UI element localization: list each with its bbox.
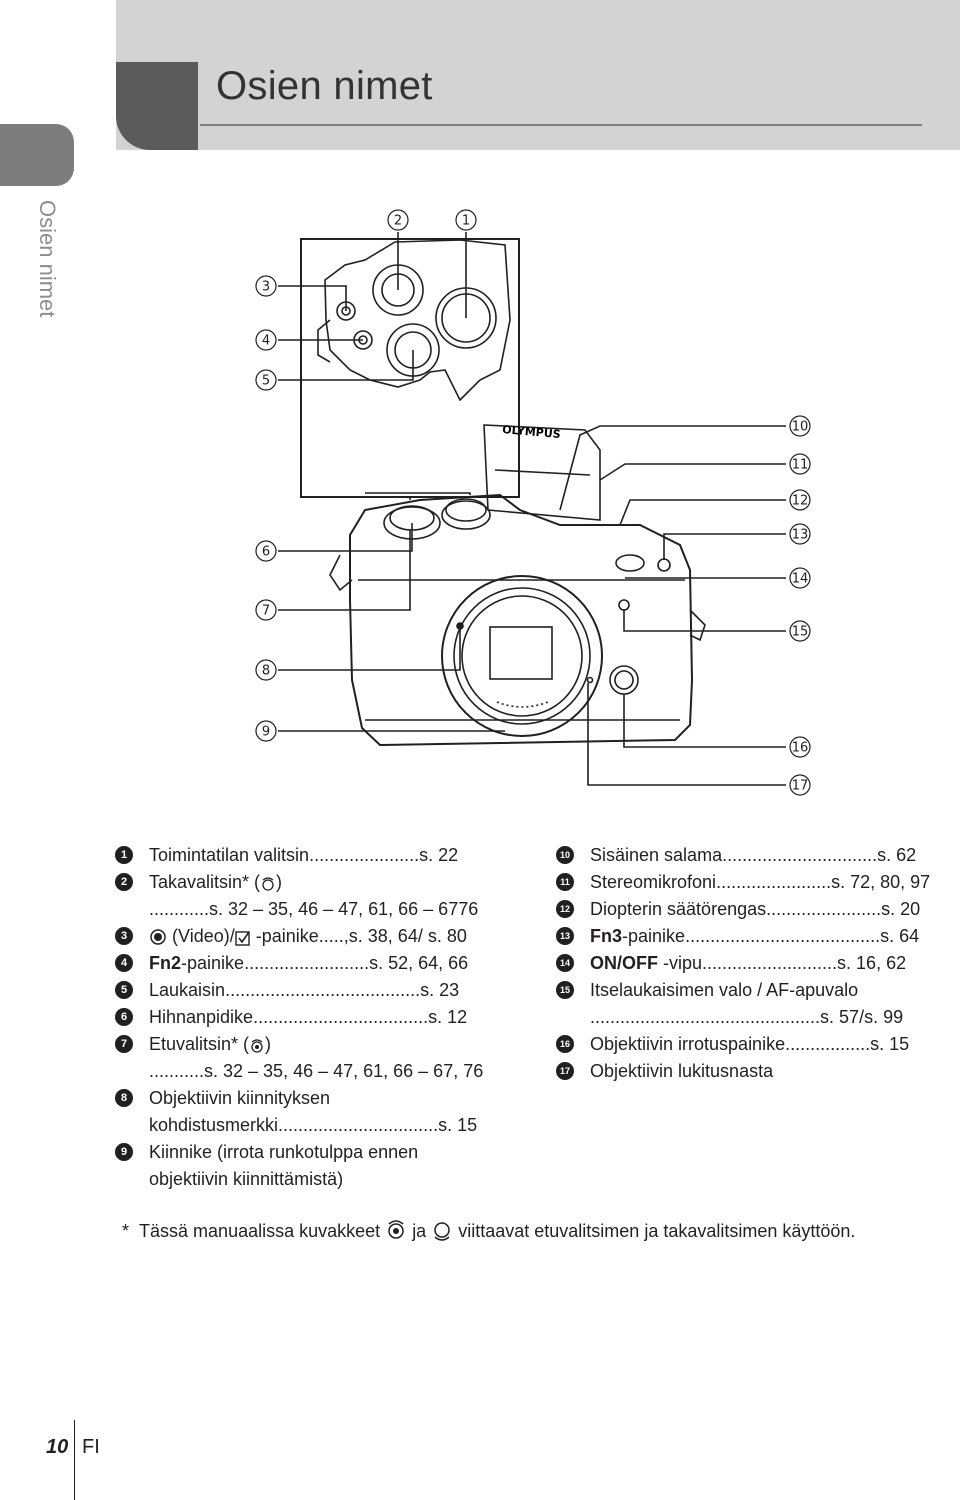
callout-circle	[387, 209, 409, 231]
callout-circle	[255, 599, 277, 621]
camera-body-outline	[349, 493, 694, 747]
callout-circle	[789, 453, 811, 475]
lens-mount	[441, 575, 603, 737]
callout-number: 1	[462, 214, 470, 229]
callout-number: 4	[262, 334, 270, 349]
page-number-rule	[74, 1420, 75, 1500]
video-record-icon	[150, 929, 166, 945]
callout-circle	[789, 489, 811, 511]
callout-number: 3	[262, 280, 270, 295]
brand-text: OLYMPUS	[502, 423, 561, 441]
callout-number: 12	[792, 494, 809, 509]
front-dial-icon	[388, 1220, 404, 1239]
callout-number: 5	[262, 374, 270, 389]
side-tab	[0, 124, 74, 186]
callout-circle	[255, 329, 277, 351]
callout-number: 16	[792, 741, 809, 756]
page-title: Osien nimet	[216, 64, 433, 108]
title-rule	[200, 124, 922, 126]
rear-dial-icon	[262, 877, 274, 891]
rear-dial-icon	[434, 1222, 450, 1241]
callout-number: 9	[262, 725, 270, 740]
callout-number: 17	[792, 779, 809, 794]
callout-circle	[789, 415, 811, 437]
callout-circle	[789, 774, 811, 796]
check-box-icon	[235, 931, 250, 946]
page-language: FI	[82, 1436, 100, 1458]
list-item: 3 (Video)/ -painike.....,s. 38, 64/ s. 8…	[115, 923, 515, 950]
callout-circle	[255, 540, 277, 562]
callout-circle	[789, 567, 811, 589]
callout-number: 14	[792, 572, 809, 587]
callout-number: 11	[792, 458, 809, 473]
footnote: * Tässä manuaalissa kuvakkeet ja viittaa…	[122, 1220, 856, 1241]
callout-number: 8	[262, 664, 270, 679]
callout-circle	[789, 523, 811, 545]
callout-circle	[255, 369, 277, 391]
callout-circle	[455, 209, 477, 231]
callout-number: 10	[792, 420, 809, 435]
callout-number: 2	[394, 214, 402, 229]
front-dial-icon	[251, 1039, 263, 1053]
callout-circle	[255, 720, 277, 742]
header-accent-block	[116, 62, 198, 150]
callout-number: 13	[792, 528, 809, 543]
callout-number: 15	[792, 625, 809, 640]
callout-circle	[789, 620, 811, 642]
page-number: 10	[46, 1436, 69, 1458]
callout-circle	[255, 659, 277, 681]
callout-circle	[789, 736, 811, 758]
callout-circle	[255, 275, 277, 297]
callout-number: 7	[262, 604, 270, 619]
callout-number: 6	[262, 545, 270, 560]
